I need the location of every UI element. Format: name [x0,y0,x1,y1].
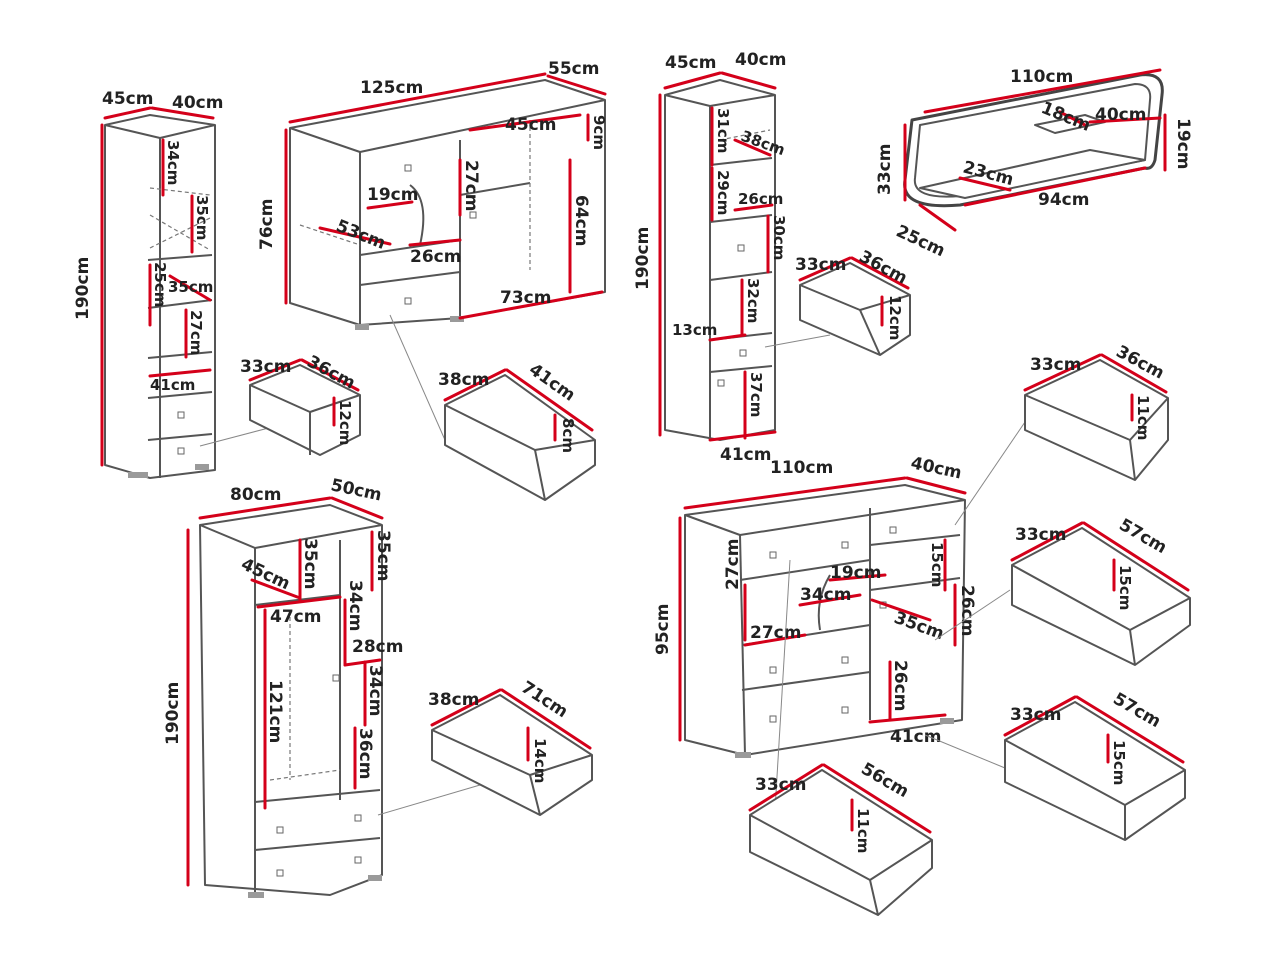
wall-shelf-height: 33cm [875,144,895,195]
desk: 125cm 55cm 76cm 45cm 9cm 27cm 19cm 53cm … [257,59,608,501]
desk-inner-1: 45cm [505,115,556,135]
bookcase-narrow-width: 45cm [102,89,153,109]
bookcase-tall-inner-3: 29cm [714,170,732,215]
bookcase-tall-drawer-depth: 33cm [795,255,846,275]
bookcase-tall-bottom: 41cm [720,445,771,465]
chest-drawer-c-height: 15cm [1110,740,1128,785]
bookcase-tall: 45cm 40cm 190cm 31cm 38cm 29cm 26cm 30cm… [633,50,911,465]
bookcase-tall-inner-4: 26cm [738,190,783,208]
wardrobe-drawer-depth: 38cm [428,690,479,710]
desk-inner-3: 27cm [461,160,481,211]
bookcase-narrow-shelf-3: 35cm [168,278,213,296]
chest-drawer-b-depth: 33cm [1015,525,1066,545]
desk-depth: 55cm [548,59,599,79]
bookcase-tall-inner-1: 31cm [714,108,732,153]
chest-drawer-d-width: 56cm [858,759,913,802]
desk-height: 76cm [257,199,277,250]
wardrobe-width: 80cm [230,485,281,505]
bookcase-tall-inner-6: 32cm [744,278,762,323]
desk-inner-4: 19cm [367,185,418,205]
chest-drawer-b-width: 57cm [1116,515,1171,558]
chest-height: 95cm [653,604,673,655]
wardrobe-inner-4: 47cm [270,607,321,627]
desk-inner-7: 64cm [571,195,591,246]
wardrobe-inner-8: 34cm [365,665,385,716]
bookcase-narrow-drawer-depth: 33cm [240,357,291,377]
bookcase-tall-inner-8: 37cm [747,372,765,417]
chest-inner-1: 19cm [830,563,881,583]
bookcase-narrow-shelf-4: 25cm [151,262,169,307]
bookcase-narrow-height: 190cm [73,257,93,320]
chest-drawer-c-depth: 33cm [1010,705,1061,725]
chest-depth: 40cm [909,453,963,483]
bookcase-narrow-depth: 40cm [172,93,223,113]
desk-drawer-depth: 38cm [438,370,489,390]
bookcase-tall-height: 190cm [633,227,653,290]
wardrobe-inner-2: 35cm [373,530,393,581]
bookcase-narrow-shelf-5: 27cm [187,310,205,355]
chest-drawer-a-depth: 33cm [1030,355,1081,375]
wardrobe-inner-9: 36cm [355,728,375,779]
wall-shelf-width: 110cm [1010,67,1073,87]
chest-width: 110cm [770,458,833,478]
desk-inner-6: 26cm [410,247,461,267]
chest-inner-4: 26cm [957,585,977,636]
desk-inner-2: 9cm [590,115,608,150]
wall-shelf: 110cm 19cm 33cm 25cm 18cm 40cm 23cm 94cm [875,67,1193,261]
wardrobe-drawer-height: 14cm [531,738,549,783]
wall-shelf-inner-4: 94cm [1038,190,1089,210]
wardrobe-inner-1: 35cm [300,538,320,589]
bookcase-tall-inner-5: 30cm [770,215,788,260]
chest-drawer-d-depth: 33cm [755,775,806,795]
wardrobe-inner-5: 34cm [345,580,365,631]
wall-shelf-depth: 25cm [893,221,948,261]
bookcase-narrow-shelf-1: 34cm [164,140,182,185]
bookcase-narrow-shelf-2: 35cm [193,195,211,240]
chest-inner-8: 26cm [890,660,910,711]
chest-inner-6: 27cm [750,623,801,643]
chest-drawer-d-height: 11cm [854,808,872,853]
chest-drawer-a-height: 11cm [1134,395,1152,440]
chest-inner-2: 15cm [928,542,946,587]
chest-inner-9: 41cm [890,727,941,747]
wardrobe-inner-7: 121cm [265,680,285,743]
bookcase-tall-depth: 40cm [735,50,786,70]
chest-drawer-c-width: 57cm [1110,689,1165,732]
bookcase-narrow-drawer-height: 12cm [336,400,354,445]
desk-drawer-height: 8cm [559,418,577,453]
desk-inner-8: 73cm [500,288,551,308]
chest-of-drawers: 110cm 40cm 95cm 19cm 15cm 34cm 26cm 27cm… [653,342,1191,916]
wall-shelf-side: 19cm [1173,118,1193,169]
chest-inner-5: 27cm [723,539,743,590]
wardrobe: 80cm 50cm 190cm 35cm 35cm 45cm 47cm 34cm… [163,475,593,898]
bookcase-tall-drawer-height: 12cm [886,295,904,340]
wall-shelf-inner-2: 40cm [1095,105,1146,125]
chest-drawer-b-height: 15cm [1116,565,1134,610]
wardrobe-inner-6: 28cm [352,637,403,657]
desk-width: 125cm [360,78,423,98]
wardrobe-height: 190cm [163,682,183,745]
bookcase-tall-inner-7: 13cm [672,321,717,339]
bookcase-narrow-bottom: 41cm [150,376,195,394]
chest-inner-3: 34cm [800,585,851,605]
bookcase-tall-width: 45cm [665,53,716,73]
